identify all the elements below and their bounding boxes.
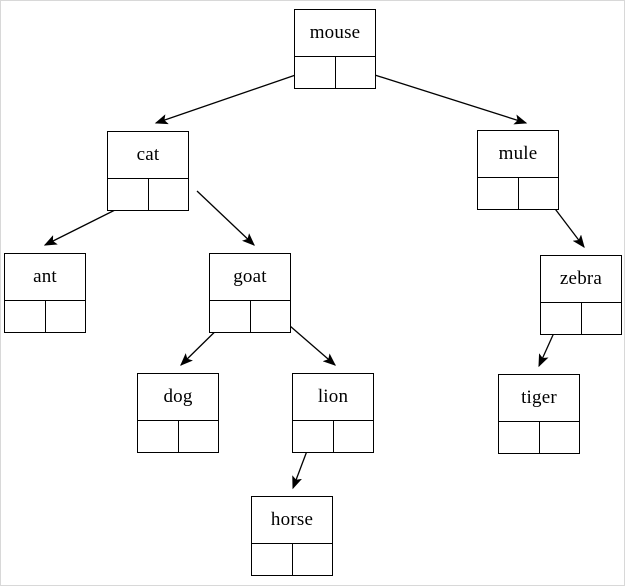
node-left-pointer-zebra[interactable] [541, 303, 582, 334]
node-left-pointer-mule[interactable] [478, 178, 519, 209]
tree-edge-cat-to-goat [196, 190, 255, 246]
tree-node-zebra[interactable]: zebra [540, 255, 622, 335]
node-right-pointer-mule[interactable] [518, 178, 558, 209]
tree-node-cat[interactable]: cat [107, 131, 189, 211]
node-left-pointer-tiger[interactable] [499, 422, 540, 453]
node-label-tiger: tiger [521, 387, 557, 408]
node-right-pointer-dog[interactable] [178, 421, 218, 452]
tree-node-dog[interactable]: dog [137, 373, 219, 453]
node-pointers-zebra [541, 302, 621, 334]
node-left-pointer-dog[interactable] [138, 421, 179, 452]
tree-node-ant[interactable]: ant [4, 253, 86, 333]
node-left-pointer-ant[interactable] [5, 301, 46, 332]
node-right-pointer-mouse[interactable] [335, 57, 375, 88]
node-label-mouse: mouse [309, 22, 361, 43]
node-right-pointer-horse[interactable] [292, 544, 332, 575]
tree-edge-mouse-to-mule [355, 68, 528, 125]
node-left-pointer-cat[interactable] [108, 179, 149, 210]
node-right-pointer-lion[interactable] [333, 421, 373, 452]
node-right-pointer-zebra[interactable] [581, 303, 621, 334]
node-left-pointer-mouse[interactable] [295, 57, 336, 88]
node-left-pointer-goat[interactable] [210, 301, 251, 332]
node-pointers-dog [138, 420, 218, 452]
node-label-zebra: zebra [559, 268, 603, 289]
tree-node-goat[interactable]: goat [209, 253, 291, 333]
node-right-pointer-cat[interactable] [148, 179, 188, 210]
node-label-goat: goat [233, 266, 267, 287]
node-label-lion: lion [317, 386, 349, 407]
node-pointers-mule [478, 177, 558, 209]
node-left-pointer-horse[interactable] [252, 544, 293, 575]
node-pointers-goat [210, 300, 290, 332]
node-label-horse: horse [270, 509, 314, 530]
node-right-pointer-goat[interactable] [250, 301, 290, 332]
node-pointers-ant [5, 300, 85, 332]
tree-node-mouse[interactable]: mouse [294, 9, 376, 89]
tree-node-lion[interactable]: lion [292, 373, 374, 453]
node-pointers-tiger [499, 421, 579, 453]
tree-edge-mouse-to-cat [154, 68, 314, 125]
tree-node-horse[interactable]: horse [251, 496, 333, 576]
node-left-pointer-lion[interactable] [293, 421, 334, 452]
node-label-mule: mule [498, 143, 538, 164]
node-label-dog: dog [163, 386, 193, 407]
node-right-pointer-tiger[interactable] [539, 422, 579, 453]
tree-node-tiger[interactable]: tiger [498, 374, 580, 454]
node-label-cat: cat [136, 144, 160, 165]
tree-node-mule[interactable]: mule [477, 130, 559, 210]
node-right-pointer-ant[interactable] [45, 301, 85, 332]
node-pointers-cat [108, 178, 188, 210]
node-label-ant: ant [33, 266, 57, 287]
node-pointers-mouse [295, 56, 375, 88]
node-pointers-horse [252, 543, 332, 575]
node-pointers-lion [293, 420, 373, 452]
